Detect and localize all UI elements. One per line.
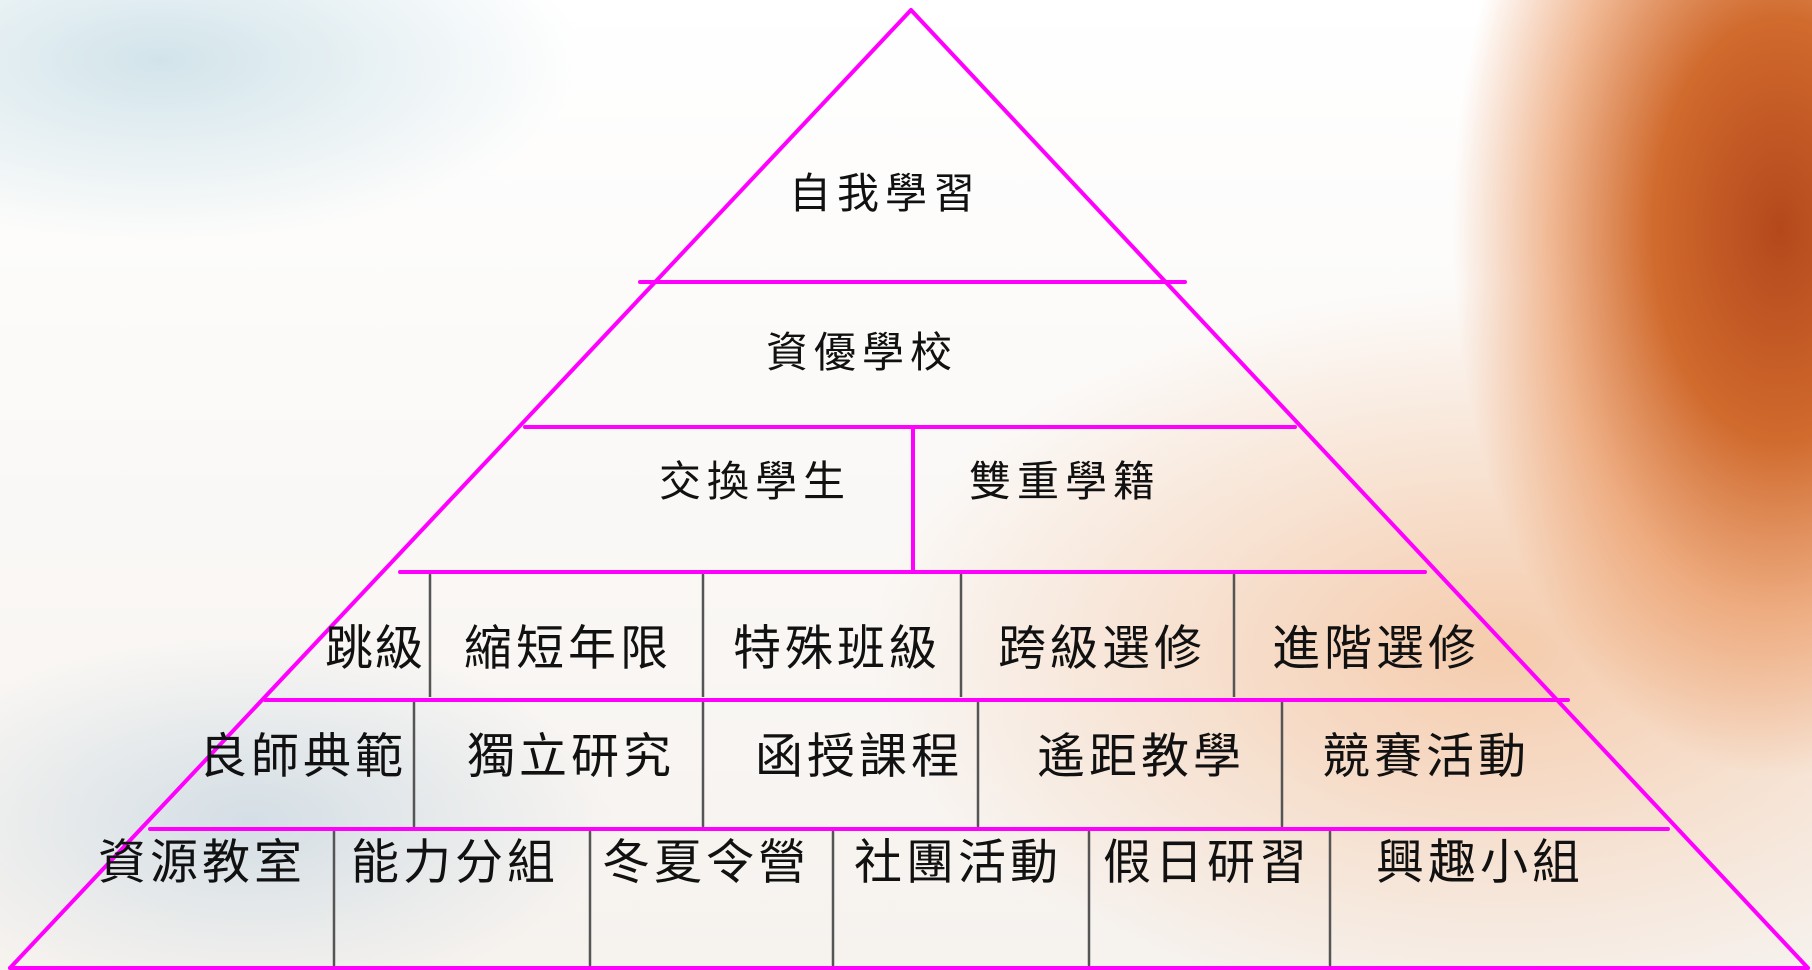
pyramid-right-edge bbox=[909, 8, 1810, 970]
level-2-cell: 交換學生 bbox=[659, 457, 851, 506]
level-3-cell: 特殊班級 bbox=[733, 621, 941, 677]
level-4-cell: 良師典範 bbox=[199, 729, 407, 785]
level-4-cell: 函授課程 bbox=[755, 729, 963, 785]
level-4-cell: 獨立研究 bbox=[467, 729, 675, 785]
level-5-cell: 能力分組 bbox=[351, 835, 559, 891]
level-4-cell: 競賽活動 bbox=[1322, 729, 1530, 785]
level-5-cell: 假日研習 bbox=[1103, 835, 1311, 891]
level-0-cell: 自我學習 bbox=[789, 169, 981, 218]
cell-dividers bbox=[332, 572, 1332, 970]
level-3-cell: 跳級 bbox=[325, 621, 425, 677]
pyramid-left-edge bbox=[8, 8, 913, 970]
level-5-cell: 社團活動 bbox=[854, 835, 1062, 891]
level-3-cell: 進階選修 bbox=[1272, 621, 1480, 677]
level-5-cell: 冬夏令營 bbox=[602, 835, 810, 891]
level-5-cell: 資源教室 bbox=[98, 835, 306, 891]
pyramid-outline bbox=[8, 8, 1810, 970]
level-3-cell: 縮短年限 bbox=[464, 621, 672, 677]
level-1-cell: 資優學校 bbox=[766, 328, 958, 377]
labels: 自我學習 資優學校 交換學生 雙重學籍 跳級 縮短年限 特殊班級 跨級選修 進階… bbox=[98, 169, 1584, 891]
level-4-cell: 遙距教學 bbox=[1037, 729, 1245, 785]
level-2-cell: 雙重學籍 bbox=[969, 457, 1161, 506]
level-3-cell: 跨級選修 bbox=[998, 621, 1206, 677]
level-5-cell: 興趣小組 bbox=[1376, 835, 1584, 891]
